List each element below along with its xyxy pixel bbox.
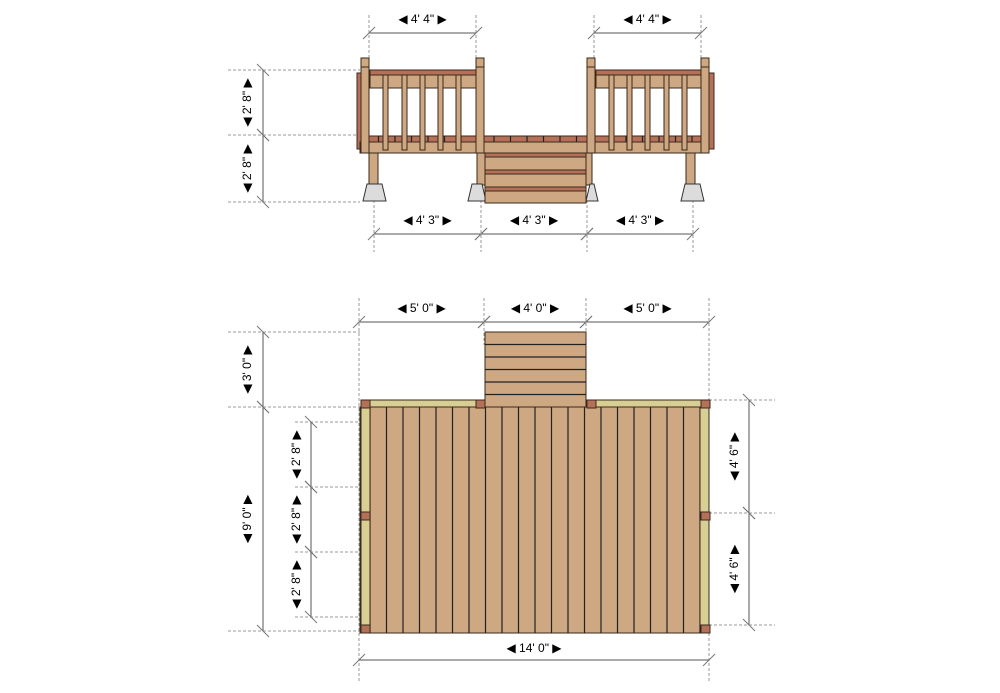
footing bbox=[467, 183, 487, 202]
baluster bbox=[419, 74, 426, 151]
leg bbox=[476, 152, 486, 186]
post-cap bbox=[586, 57, 596, 68]
dim-label-plan-top: ◀ 4' 0" ▶ bbox=[511, 301, 560, 315]
dim-tick bbox=[742, 506, 756, 520]
dim-tick bbox=[694, 26, 708, 40]
dim-tick bbox=[256, 63, 270, 77]
footing bbox=[585, 183, 599, 202]
dim-tick bbox=[256, 195, 270, 209]
top-rail bbox=[369, 69, 477, 76]
post bbox=[586, 66, 596, 154]
dim-tick bbox=[587, 26, 601, 40]
post-plan bbox=[360, 399, 371, 409]
dim-tick bbox=[362, 26, 376, 40]
dim-label-elev-left: ◀ 2' 8" ▶ bbox=[240, 144, 254, 193]
rail-plan bbox=[369, 399, 477, 408]
dim-label-elev-top-left: ◀ 4' 4" ▶ bbox=[398, 12, 447, 26]
dim-tick bbox=[352, 315, 366, 329]
dim-tick bbox=[256, 325, 270, 339]
dim-label-plan-left: ◀ 3' 0" ▶ bbox=[240, 345, 254, 394]
deck-elevation-view bbox=[356, 57, 715, 204]
post-cap bbox=[700, 57, 710, 68]
post-cap bbox=[360, 57, 370, 68]
dim-tick bbox=[579, 315, 593, 329]
dim-tick bbox=[580, 227, 594, 241]
dim-tick bbox=[702, 315, 716, 329]
post-plan bbox=[475, 399, 486, 409]
baluster bbox=[681, 74, 688, 151]
baluster bbox=[663, 74, 670, 151]
dim-tick bbox=[477, 315, 491, 329]
post bbox=[360, 66, 370, 154]
dim-label-plan-right: ◀ 4' 6" ▶ bbox=[727, 432, 741, 481]
dim-label-plan-left-inner: ◀ 2' 8" ▶ bbox=[289, 495, 303, 544]
post-plan bbox=[700, 511, 711, 521]
dimensions: ◀ 4' 4" ▶ ◀ 4' 4" ▶ ◀ 4' 3" ▶ ◀ 4' 3" ▶ ◀ 4'… bbox=[240, 12, 756, 667]
dim-label-plan-left-inner: ◀ 2' 8" ▶ bbox=[289, 560, 303, 609]
dim-label-elev-top-right: ◀ 4' 4" ▶ bbox=[623, 12, 672, 26]
post-plan bbox=[700, 399, 711, 409]
stairs bbox=[484, 152, 587, 204]
top-rail bbox=[595, 69, 702, 76]
dim-label-plan-left: ◀ 9' 0" ▶ bbox=[240, 494, 254, 543]
baluster bbox=[608, 74, 615, 151]
dim-label-plan-left-inner: ◀ 2' 8" ▶ bbox=[289, 430, 303, 479]
dim-label-plan-right: ◀ 4' 6" ▶ bbox=[727, 544, 741, 593]
baluster bbox=[626, 74, 633, 151]
extension-lines bbox=[228, 15, 775, 682]
leg bbox=[685, 152, 696, 186]
dim-label-plan-top: ◀ 5' 0" ▶ bbox=[623, 301, 672, 315]
post-plan bbox=[700, 624, 711, 634]
baluster bbox=[401, 74, 408, 151]
dim-tick bbox=[702, 653, 716, 667]
dim-tick bbox=[256, 400, 270, 414]
dim-label-elev-bottom: ◀ 4' 3" ▶ bbox=[403, 213, 452, 227]
post-plan bbox=[360, 624, 371, 634]
deck-plan-view bbox=[359, 331, 711, 634]
rail-plan bbox=[594, 399, 702, 408]
dim-tick bbox=[304, 480, 318, 494]
baluster bbox=[644, 74, 651, 151]
post-cap bbox=[475, 57, 485, 68]
post bbox=[700, 66, 710, 154]
stair-tread bbox=[484, 169, 587, 175]
post bbox=[475, 66, 485, 154]
dim-tick bbox=[256, 624, 270, 638]
dim-tick bbox=[742, 618, 756, 632]
dim-tick bbox=[742, 393, 756, 407]
dim-tick bbox=[304, 545, 318, 559]
dim-tick bbox=[304, 415, 318, 429]
dim-tick bbox=[474, 227, 488, 241]
footing bbox=[362, 183, 387, 202]
dim-label-plan-top: ◀ 5' 0" ▶ bbox=[397, 301, 446, 315]
rail-plan bbox=[360, 519, 371, 626]
dim-label-elev-bottom: ◀ 4' 3" ▶ bbox=[616, 213, 665, 227]
dim-label-plan-bottom: ◀ 14' 0" ▶ bbox=[506, 641, 562, 655]
stair-tread bbox=[484, 186, 587, 192]
rail-plan bbox=[699, 407, 710, 513]
deck-edge bbox=[361, 135, 709, 143]
rail-plan bbox=[699, 519, 710, 626]
leg bbox=[585, 152, 593, 186]
dim-tick bbox=[686, 227, 700, 241]
dim-tick bbox=[256, 128, 270, 142]
baluster bbox=[382, 74, 389, 151]
dim-tick bbox=[469, 26, 483, 40]
leg bbox=[368, 152, 379, 186]
side-board bbox=[708, 72, 715, 150]
footing bbox=[680, 183, 705, 202]
dim-tick bbox=[304, 610, 318, 624]
rail-plan bbox=[360, 407, 371, 513]
dim-tick bbox=[352, 653, 366, 667]
fascia-board bbox=[359, 141, 709, 154]
post-plan bbox=[586, 399, 597, 409]
baluster bbox=[437, 74, 444, 151]
baluster bbox=[455, 74, 462, 151]
dim-tick bbox=[367, 227, 381, 241]
stair-tread bbox=[484, 152, 587, 158]
dim-label-elev-left: ◀ 2' 8" ▶ bbox=[240, 78, 254, 127]
post-plan bbox=[360, 511, 371, 521]
dim-label-elev-bottom: ◀ 4' 3" ▶ bbox=[510, 213, 559, 227]
